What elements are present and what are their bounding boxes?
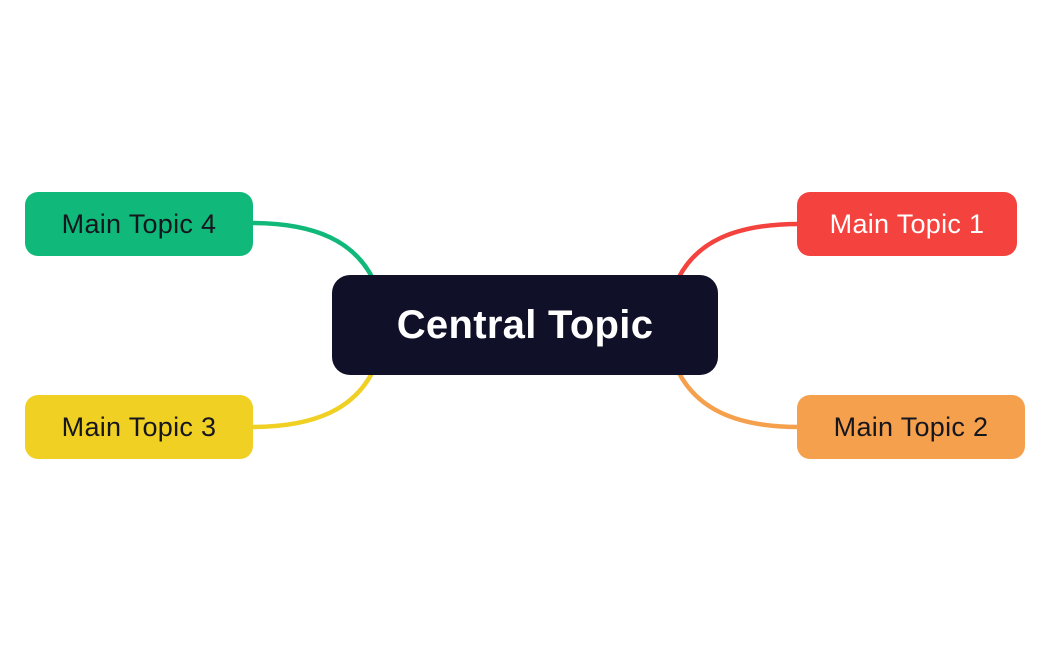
main-topic-3-label: Main Topic 3: [61, 411, 217, 442]
main-topic-2-label: Main Topic 2: [833, 411, 989, 442]
connector-central-to-topic-2: [676, 370, 802, 430]
central-topic-node[interactable]: Central Topic: [332, 275, 718, 375]
connector-central-to-topic-1: [676, 221, 802, 280]
main-topic-4-label: Main Topic 4: [61, 208, 217, 239]
connector-central-to-topic-4: [248, 220, 375, 280]
main-topic-2-node[interactable]: Main Topic 2: [797, 395, 1025, 459]
connector-central-to-topic-3: [248, 370, 375, 430]
main-topic-4-node[interactable]: Main Topic 4: [25, 192, 253, 256]
main-topic-3-node[interactable]: Main Topic 3: [25, 395, 253, 459]
central-topic-label: Central Topic: [396, 302, 654, 347]
main-topic-1-label: Main Topic 1: [829, 208, 985, 239]
main-topic-1-node[interactable]: Main Topic 1: [797, 192, 1017, 256]
